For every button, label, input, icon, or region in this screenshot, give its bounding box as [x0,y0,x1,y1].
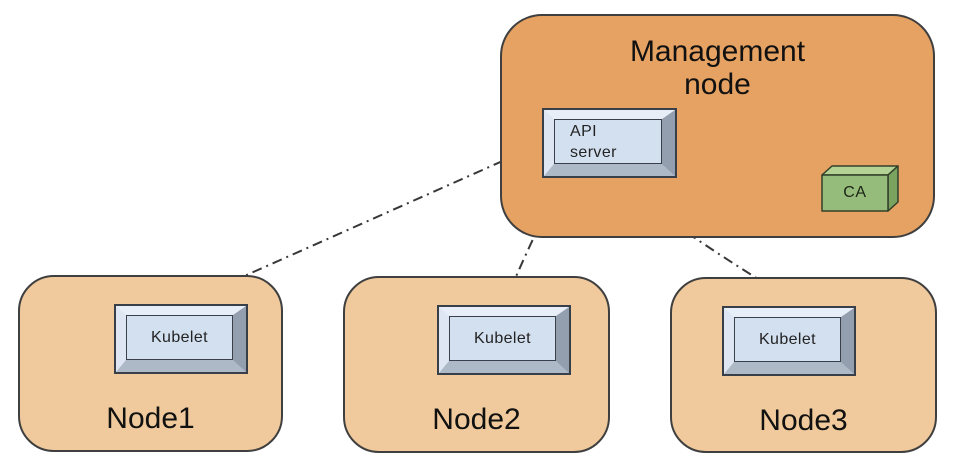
ca-top-face [821,165,899,176]
kubelet-face: Kubelet [126,315,233,360]
kubelet-label-node3: Kubelet [758,331,817,348]
node2-box: Kubelet Node2 [343,276,610,453]
ca-box: CA [820,161,900,213]
kubelet-label-node1: Kubelet [150,329,209,346]
kubelet-box-node3: Kubelet [722,306,856,376]
api-server-box: API server [542,108,677,178]
node1-label: Node1 [106,402,195,435]
ca-label: CA [843,184,867,201]
kubelet-box-node1: Kubelet [114,304,248,374]
kubelet-bevel-frame: Kubelet [439,307,569,373]
kubelet-bevel-frame: Kubelet [116,306,246,372]
node3-box: Kubelet Node3 [670,277,937,453]
node1-box: Kubelet Node1 [18,275,283,452]
api-server-face: API server [554,119,662,164]
ca-side-face [887,165,899,212]
kubelet-label-node2: Kubelet [473,330,532,347]
kubelet-bevel-frame: Kubelet [724,308,854,374]
api-server-bevel-frame: API server [544,110,675,176]
kubelet-box-node2: Kubelet [437,305,571,375]
kubelet-face: Kubelet [734,317,841,362]
node2-label: Node2 [432,403,521,436]
ca-front-face [821,174,889,212]
node3-label: Node3 [759,404,848,437]
management-node-label: Management node [629,35,806,101]
api-server-label: API server [570,122,617,161]
kubelet-face: Kubelet [449,316,556,361]
ca-3d-shape [821,165,899,212]
